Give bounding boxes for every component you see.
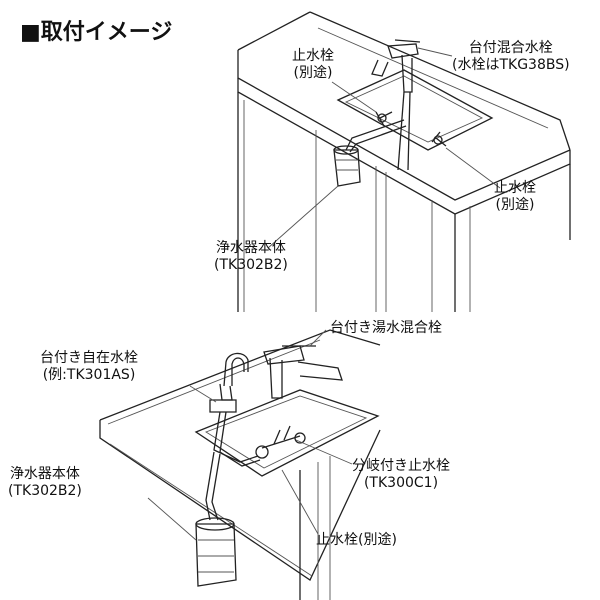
bottom-purifier-label: 浄水器本体 (TK302B2) — [8, 466, 82, 499]
bottom-hot-mixer-label: 台付き湯水混合栓 — [330, 320, 442, 336]
bottom-kitchen-illustration — [99, 329, 381, 600]
top-stop-valve-left-label: 止水栓 (別途) — [292, 48, 334, 81]
bottom-stop-valve-label: 止水栓(別途) — [316, 532, 397, 548]
top-mixer-faucet-label: 台付混合水栓 (水栓はTKG38BS) — [452, 40, 570, 73]
bottom-branch-valve-label: 分岐付き止水栓 (TK300C1) — [352, 458, 450, 491]
bottom-free-faucet-label: 台付き自在水栓 (例:TK301AS) — [40, 350, 138, 383]
page-title: ■取付イメージ — [20, 20, 173, 45]
top-kitchen-illustration — [237, 11, 571, 312]
top-stop-valve-right-label: 止水栓 (別途) — [494, 180, 536, 213]
top-purifier-label: 浄水器本体 (TK302B2) — [214, 240, 288, 273]
